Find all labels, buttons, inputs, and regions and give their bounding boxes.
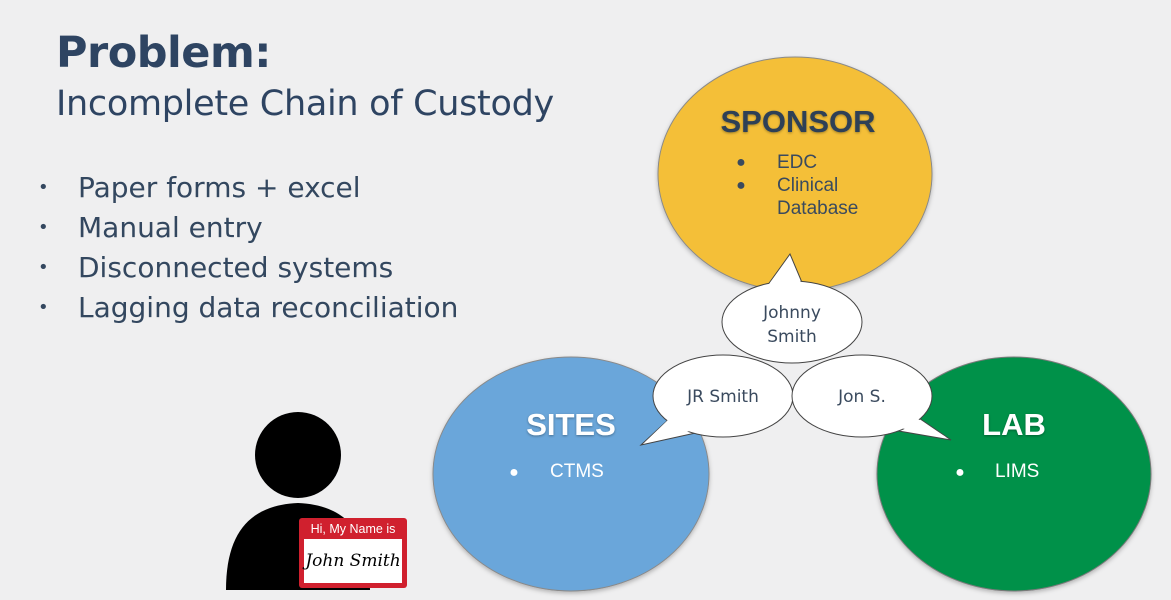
sites-item: CTMS (550, 461, 604, 482)
name-tag-card (304, 539, 402, 583)
person-head (255, 412, 341, 498)
bubble-text-sponsor: Johnny (762, 303, 821, 323)
sponsor-item: Clinical (777, 175, 838, 196)
name-tag-header: Hi, My Name is (311, 522, 396, 536)
sponsor-item: EDC (777, 152, 817, 173)
name-tag: Hi, My Name is John Smith (299, 518, 407, 588)
sites-label: SITES (526, 407, 616, 442)
lab-item: LIMS (995, 461, 1039, 482)
bullet-item: •Paper forms + excel (38, 171, 361, 204)
bullet-item: •Disconnected systems (38, 251, 394, 284)
sponsor-item: Database (777, 198, 858, 219)
bubble-text-lab: Jon S. (837, 387, 886, 407)
sponsor-bullet-dot: ● (736, 177, 746, 194)
lab-label: LAB (982, 407, 1046, 442)
sites-circle (432, 356, 710, 592)
lab-bullet-dot: ● (955, 464, 965, 481)
sponsor-node: SPONSOR ● ● EDC Clinical Database (657, 56, 933, 292)
sponsor-circle (657, 56, 933, 292)
problem-bullet-list: •Paper forms + excel •Manual entry •Disc… (38, 168, 458, 328)
bubble-text-sponsor: Smith (767, 327, 817, 347)
bullet-text: Manual entry (78, 211, 263, 244)
bubble-text-sites: JR Smith (686, 387, 759, 407)
lab-circle (876, 356, 1152, 592)
bullet-text: Lagging data reconciliation (78, 291, 459, 324)
speech-bubble-lab: Jon S. (791, 354, 952, 441)
speech-bubble-sponsor: Johnny Smith (721, 252, 863, 364)
slide-title: Problem: (56, 28, 271, 78)
lab-node: LAB ● LIMS (876, 356, 1152, 592)
slide-subtitle: Incomplete Chain of Custody (56, 84, 554, 124)
name-tag-name: John Smith (302, 551, 400, 571)
speech-bubble-sites: JR Smith (639, 354, 794, 446)
sponsor-label: SPONSOR (720, 104, 875, 139)
sites-node: SITES ● CTMS (432, 356, 710, 592)
sites-bullet-dot: ● (509, 464, 519, 481)
sponsor-bullet-dot: ● (736, 154, 746, 171)
bullet-text: Disconnected systems (78, 251, 394, 284)
bullet-item: •Lagging data reconciliation (38, 291, 459, 324)
bullet-text: Paper forms + excel (78, 171, 361, 204)
bullet-item: •Manual entry (38, 211, 263, 244)
